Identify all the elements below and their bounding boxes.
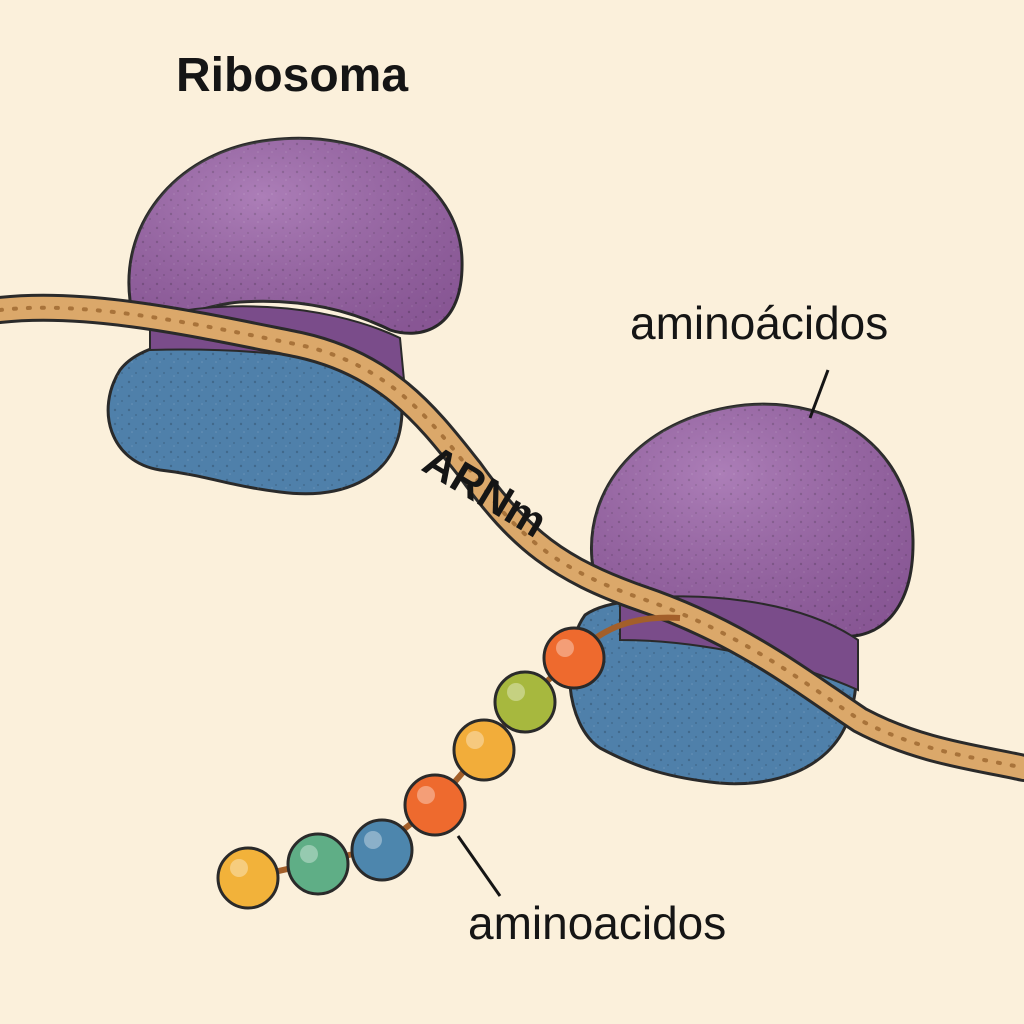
amino-acid-bead-6 bbox=[286, 832, 350, 896]
ribosome-left bbox=[106, 136, 464, 496]
amino-acids-label-bottom: aminoacidos bbox=[468, 897, 727, 949]
amino-acids-label-top: aminoácidos bbox=[630, 297, 889, 349]
amino-acid-bead-5 bbox=[350, 818, 414, 882]
amino-acid-chain bbox=[216, 626, 606, 910]
amino-acid-bead-4 bbox=[403, 773, 467, 837]
amino-acid-bead-7 bbox=[216, 846, 280, 910]
amino-acid-highlight-4 bbox=[417, 786, 435, 804]
mrna-strand bbox=[0, 293, 1024, 782]
amino-acid-highlight-1 bbox=[556, 639, 574, 657]
leader-line-top bbox=[808, 369, 830, 419]
ribosome-right bbox=[567, 402, 915, 786]
amino-acid-highlight-6 bbox=[300, 845, 318, 863]
amino-acid-highlight-7 bbox=[230, 859, 248, 877]
amino-acid-bead-3 bbox=[452, 718, 516, 782]
amino-acid-highlight-3 bbox=[466, 731, 484, 749]
leader-line-bottom bbox=[456, 835, 502, 897]
amino-acid-highlight-2 bbox=[507, 683, 525, 701]
amino-acid-bead-1 bbox=[542, 626, 606, 690]
amino-acid-highlight-5 bbox=[364, 831, 382, 849]
ribosome-label: Ribosoma bbox=[176, 49, 409, 102]
amino-acid-bead-2 bbox=[493, 670, 557, 734]
